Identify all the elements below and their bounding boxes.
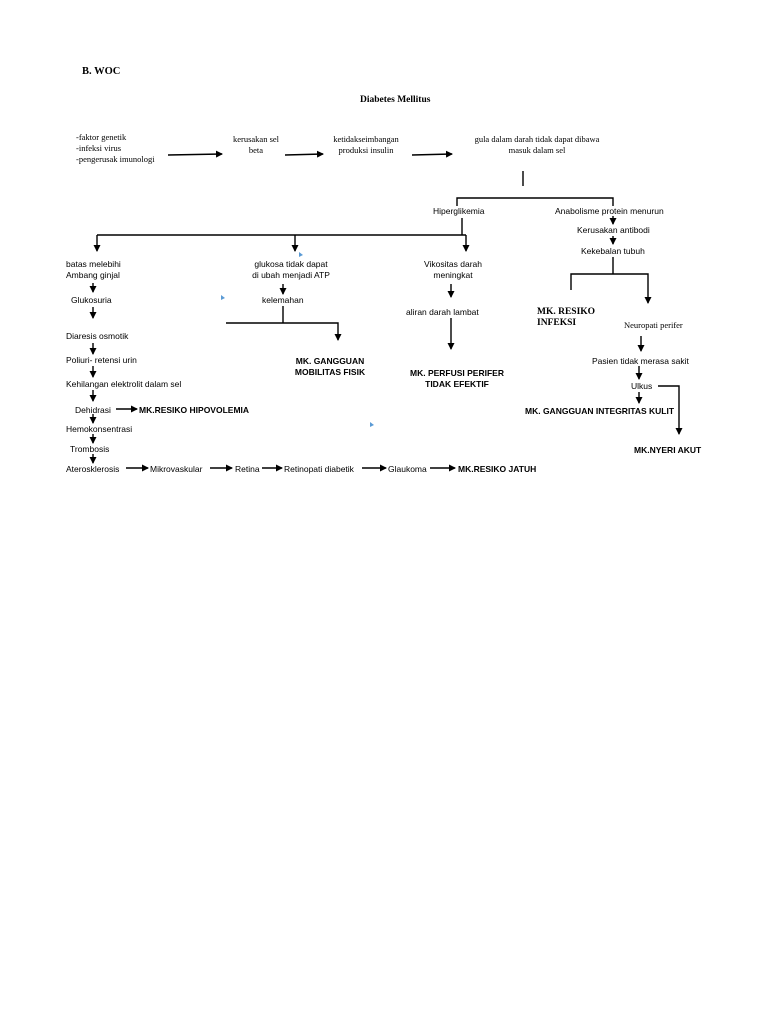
- kerusakan-antibodi-node: Kerusakan antibodi: [577, 225, 650, 235]
- cause-imunologi: -pengerusak imunologi: [76, 154, 155, 164]
- causes-box: -faktor genetik -infeksi virus -pengerus…: [76, 132, 155, 165]
- glaukoma-node: Glaukoma: [388, 464, 427, 474]
- kekebalan-tubuh-node: Kekebalan tubuh: [581, 246, 645, 256]
- mikrovaskular-node: Mikrovaskular: [150, 464, 203, 474]
- mk-nyeri-akut: MK.NYERI AKUT: [634, 445, 702, 455]
- diaresis-node: Diaresis osmotik: [66, 331, 129, 341]
- cause-genetik: -faktor genetik: [76, 132, 127, 142]
- mk-resiko-jatuh: MK.RESIKO JATUH: [458, 464, 537, 474]
- dehidrasi-node: Dehidrasi: [75, 405, 111, 415]
- mk-integritas-kulit: MK. GANGGUAN INTEGRITAS KULIT: [525, 406, 675, 416]
- kehilangan-elektrolit-node: Kehilangan elektrolit dalam sel: [66, 379, 182, 389]
- anabolisme-node: Anabolisme protein menurun: [555, 206, 664, 216]
- mk-hipovolemia: MK.RESIKO HIPOVOLEMIA: [139, 405, 250, 415]
- diagram-title: Diabetes Mellitus: [360, 95, 431, 105]
- bracket-top: [456, 197, 614, 206]
- cause-virus: -infeksi virus: [76, 143, 122, 153]
- section-heading: B. WOC: [82, 66, 121, 77]
- ulkus-node: Ulkus: [631, 381, 653, 391]
- retinopati-node: Retinopati diabetik: [284, 464, 354, 474]
- retina-node: Retina: [235, 464, 260, 474]
- neuropati-node: Neuropati perifer: [624, 320, 683, 330]
- hiperglikemia-node: Hiperglikemia: [433, 206, 485, 216]
- hemokonsentrasi-node: Hemokonsentrasi: [66, 424, 133, 434]
- trombosis-node: Trombosis: [70, 444, 110, 454]
- pasien-node: Pasien tidak merasa sakit: [592, 356, 689, 366]
- kelemahan-node: kelemahan: [262, 295, 304, 305]
- arrow-beta-to-insulin: [284, 150, 324, 158]
- glukosuria-node: Glukosuria: [71, 295, 112, 305]
- arrow-causes-to-beta: [167, 150, 223, 158]
- arrow-insulin-to-glucose: [411, 150, 453, 158]
- aliran-darah-node: aliran darah lambat: [406, 307, 479, 317]
- aterosklerosis-node: Aterosklerosis: [66, 464, 120, 474]
- poliuri-node: Poliuri- retensi urin: [66, 355, 137, 365]
